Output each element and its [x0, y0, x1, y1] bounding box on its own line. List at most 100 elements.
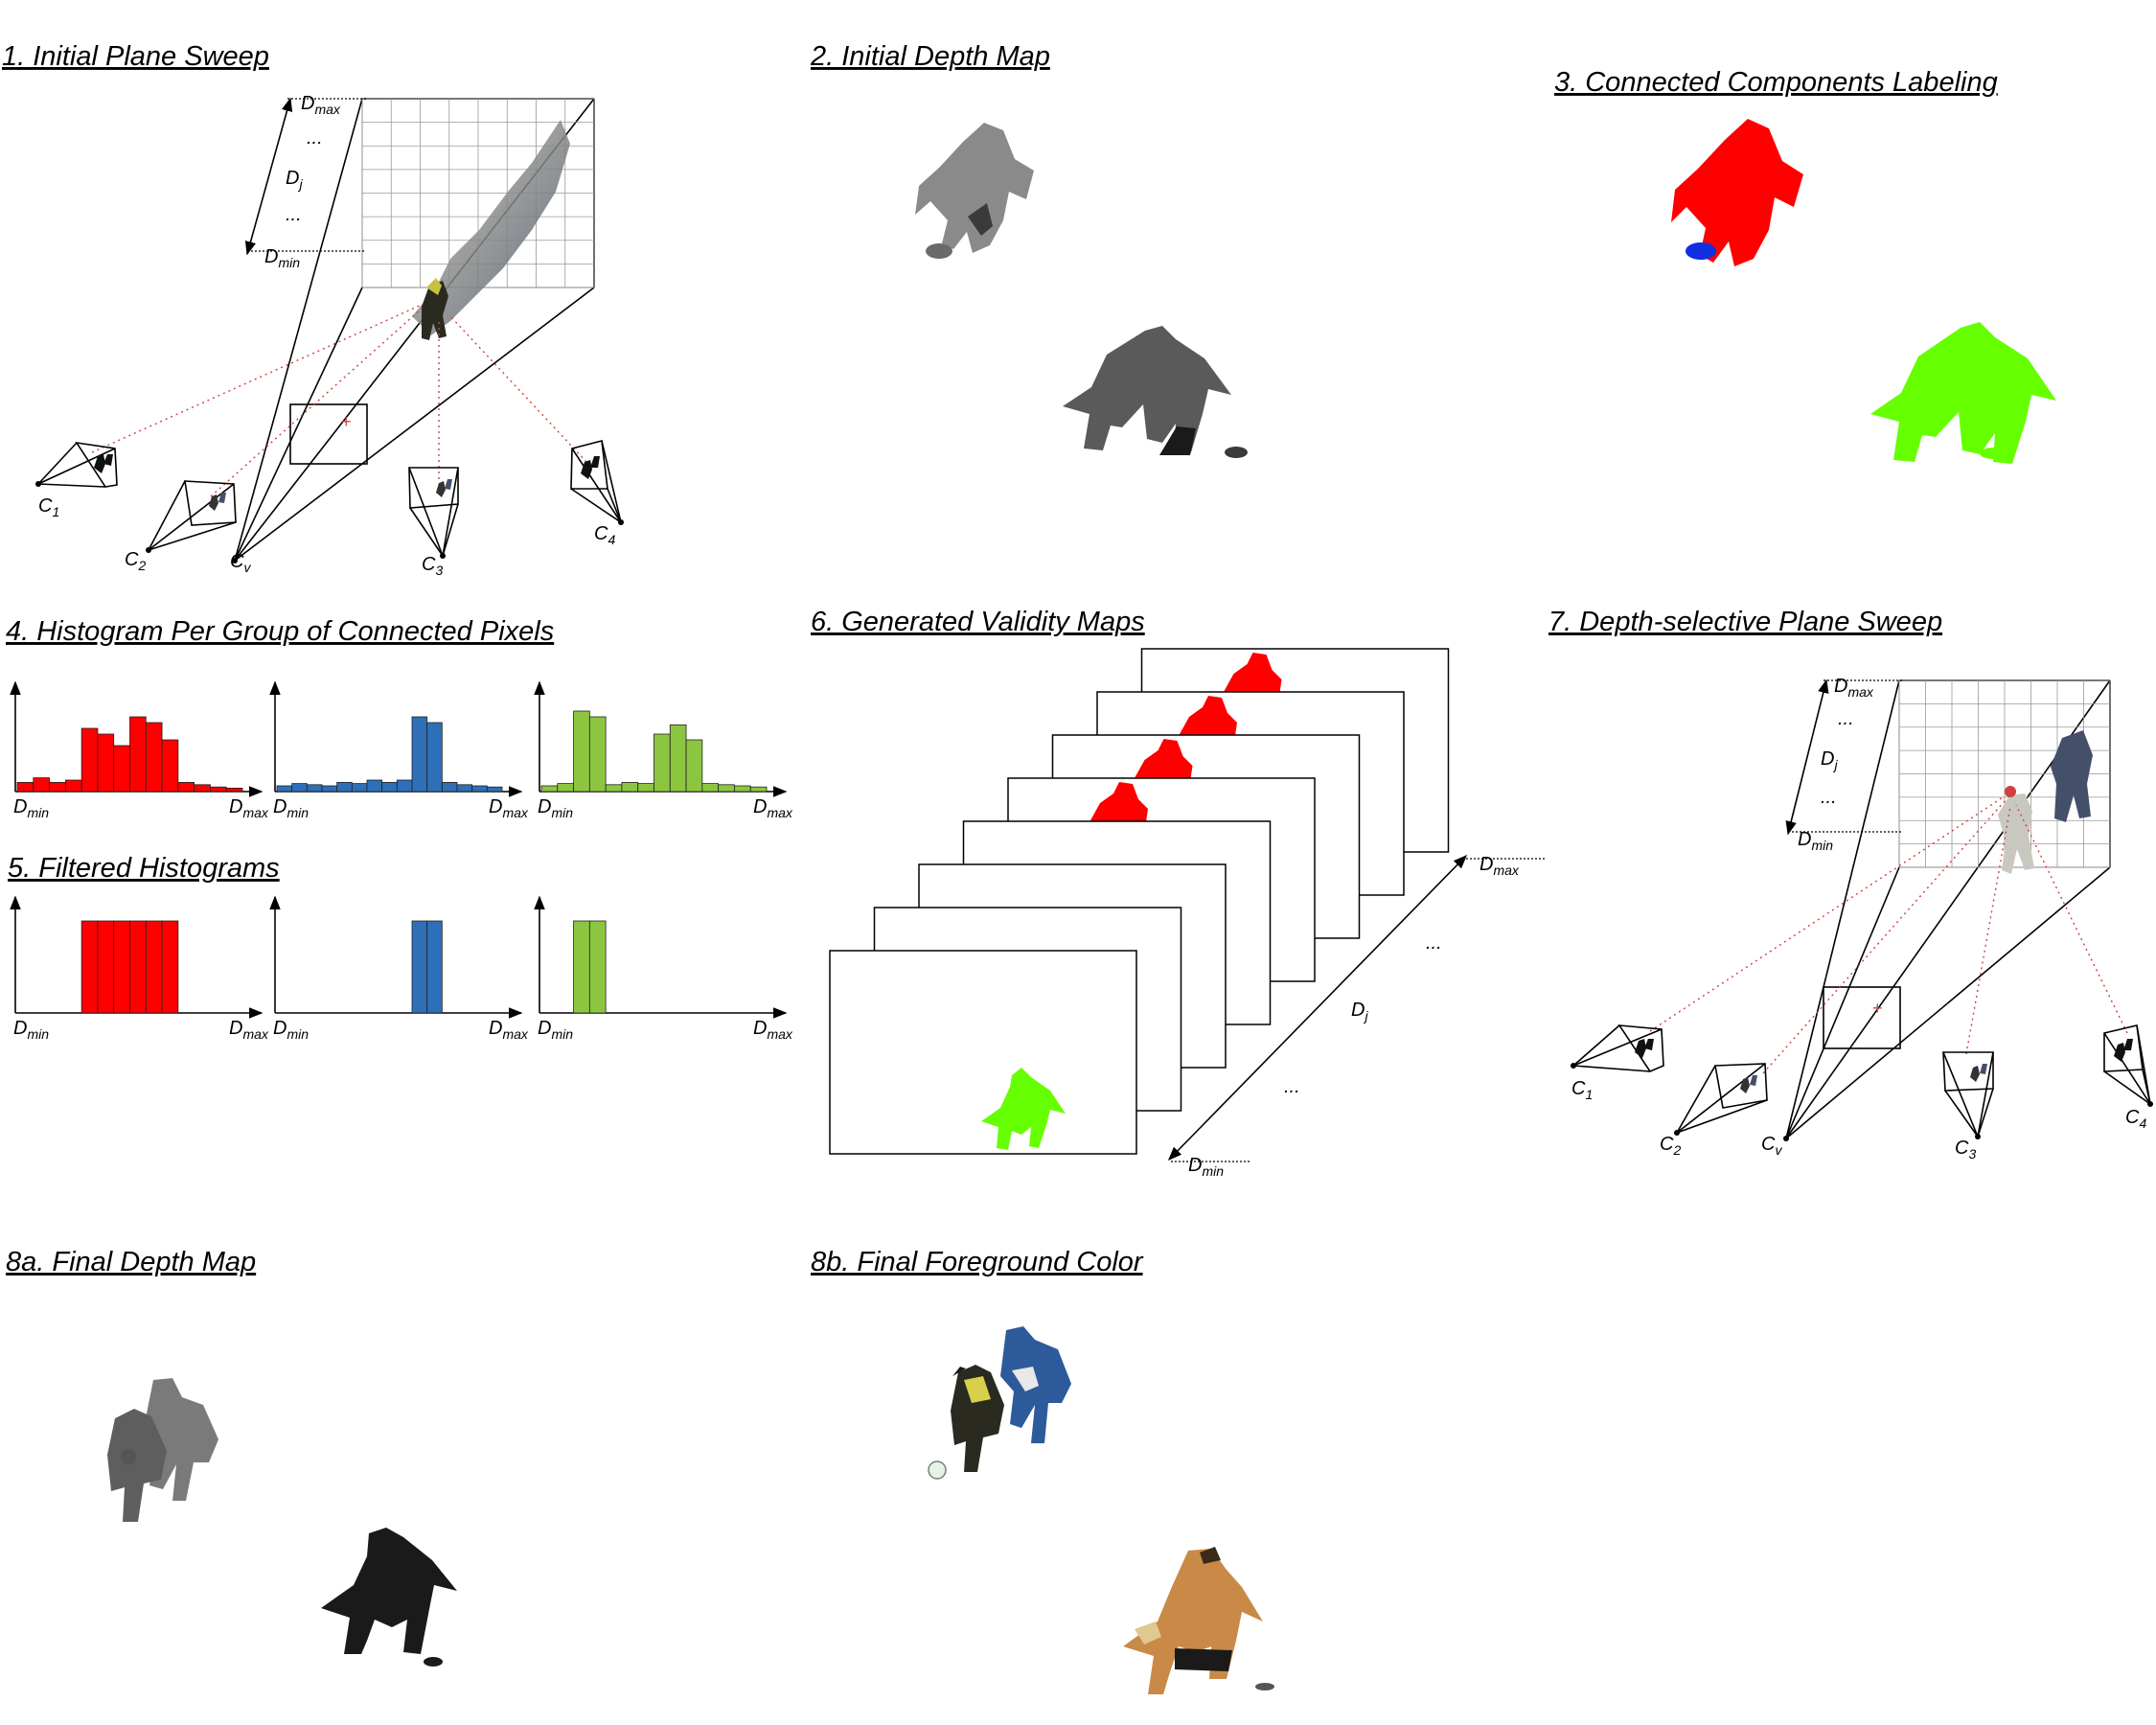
histogram-bar — [588, 716, 607, 793]
histogram-bar — [685, 739, 703, 793]
histogram-bar — [411, 716, 428, 793]
panel-title-2: 2. Initial Depth Map — [810, 41, 1050, 72]
connected-components — [1671, 119, 2056, 464]
svg-text:+: + — [1872, 999, 1883, 1018]
dmax-label: Dmax — [1479, 854, 1520, 878]
histogram-bar — [291, 783, 308, 793]
player-sweep-stack — [412, 120, 570, 340]
svg-text:C1: C1 — [38, 495, 59, 519]
svg-text:C4: C4 — [2125, 1107, 2146, 1131]
svg-text:C4: C4 — [594, 523, 615, 547]
dmax-label: Dmax — [489, 796, 529, 820]
histogram-bar — [161, 739, 179, 793]
histogram-bar — [16, 782, 34, 793]
histogram-bar — [33, 777, 50, 793]
virtual-image-plane — [289, 403, 368, 465]
filtered-histogram-red: Dmin Dmax — [10, 895, 269, 1042]
filtered-histogram-bar — [411, 920, 428, 1014]
dmax-label: Dmax — [229, 1018, 269, 1042]
plane-sweep-diagram-1: + Dmax ... Dj ... Dmin C1 — [35, 93, 624, 578]
dmin-label: Dmin — [538, 796, 573, 820]
dmin-label: Dmin — [13, 796, 49, 820]
histogram-bar — [113, 745, 130, 793]
camera-c4: C4 — [570, 439, 624, 547]
final-depth-map — [107, 1378, 457, 1667]
histogram-bar — [177, 782, 195, 793]
camera-cv: Cv — [230, 551, 251, 575]
svg-text:C2: C2 — [1660, 1134, 1681, 1158]
histogram-bar — [225, 788, 243, 793]
filtered-histogram-bar — [588, 920, 607, 1014]
histogram-bar — [396, 779, 413, 793]
histogram-bar — [701, 783, 720, 793]
filtered-histogram-bar — [80, 920, 99, 1014]
histogram-bar — [381, 782, 398, 793]
validity-map-frame — [829, 950, 1137, 1155]
histogram-blue: Dmin Dmax — [269, 680, 529, 820]
filtered-histogram-bar — [426, 920, 443, 1014]
histogram-bar — [605, 784, 623, 793]
dmin-label: Dmin — [1188, 1155, 1224, 1179]
histogram-bar — [718, 784, 735, 793]
ellipsis-label: ... — [307, 127, 323, 149]
depth-range-arrow — [244, 97, 293, 256]
histogram-bar — [573, 710, 590, 793]
panel-title-8b: 8b. Final Foreground Color — [811, 1247, 1144, 1277]
svg-text:Cv: Cv — [1761, 1134, 1782, 1158]
validity-maps — [829, 648, 1450, 1155]
depth-axis-6: Dmax ... Dj ... Dmin — [1167, 854, 1545, 1179]
panel-title-3: 3. Connected Components Labeling — [1554, 67, 1998, 98]
panel-title-8a: 8a. Final Depth Map — [6, 1247, 256, 1277]
svg-text:C1: C1 — [1571, 1078, 1593, 1102]
histogram-bar — [194, 784, 211, 793]
camera-c4: C4 — [2103, 1024, 2153, 1131]
ellipsis-label: ... — [286, 204, 302, 225]
dmax-label: Dmax — [489, 1018, 529, 1042]
panel-title-5: 5. Filtered Histograms — [8, 853, 280, 884]
dj-label: Dj — [286, 168, 303, 192]
histogram-bar — [621, 782, 639, 793]
histogram-bar — [145, 722, 163, 793]
dmin-label: Dmin — [264, 246, 300, 270]
dmin-label: Dmin — [538, 1018, 573, 1042]
dmax-label: Dmax — [229, 796, 269, 820]
filtered-histogram-bar — [113, 920, 130, 1014]
dmin-label: Dmin — [273, 796, 309, 820]
camera-c2: C2 — [1660, 1063, 1768, 1158]
histogram-bar — [336, 782, 353, 793]
camera-cv: Cv — [1761, 1134, 1789, 1158]
ellipsis-label: ... — [1284, 1076, 1300, 1097]
svg-text:C2: C2 — [125, 549, 146, 573]
histogram-bar — [734, 785, 751, 793]
panel-title-7: 7. Depth-selective Plane Sweep — [1548, 607, 1942, 637]
histogram-bar — [654, 733, 671, 793]
dj-label: Dj — [1821, 748, 1838, 772]
initial-depth-map — [915, 123, 1248, 458]
histogram-red: Dmin Dmax — [10, 680, 269, 820]
histogram-bar — [486, 786, 503, 793]
svg-text:C3: C3 — [1955, 1138, 1976, 1162]
filtered-histogram-bar — [97, 920, 115, 1014]
histogram-bar — [366, 779, 383, 793]
dmin-label: Dmin — [13, 1018, 49, 1042]
histogram-bar — [351, 783, 368, 793]
camera-c1: C1 — [35, 441, 118, 519]
histogram-bar — [64, 779, 82, 793]
dmin-label: Dmin — [273, 1018, 309, 1042]
panel-title-1: 1. Initial Plane Sweep — [2, 41, 269, 72]
filtered-histogram-bar — [129, 920, 147, 1014]
dmin-label: Dmin — [1798, 829, 1833, 853]
filtered-histogram-bar — [573, 920, 590, 1014]
final-foreground-color — [928, 1326, 1274, 1694]
histogram-bar — [669, 724, 687, 793]
histogram-bar — [210, 786, 227, 793]
dmax-label: Dmax — [753, 1018, 793, 1042]
dmax-label: Dmax — [1834, 676, 1874, 700]
dmax-label: Dmax — [301, 93, 341, 117]
histogram-bar — [321, 785, 338, 793]
camera-c3: C3 — [1942, 1051, 1994, 1162]
histogram-bar — [97, 733, 115, 793]
filtered-histogram-blue: Dmin Dmax — [269, 895, 529, 1042]
camera-c3: C3 — [408, 467, 459, 578]
